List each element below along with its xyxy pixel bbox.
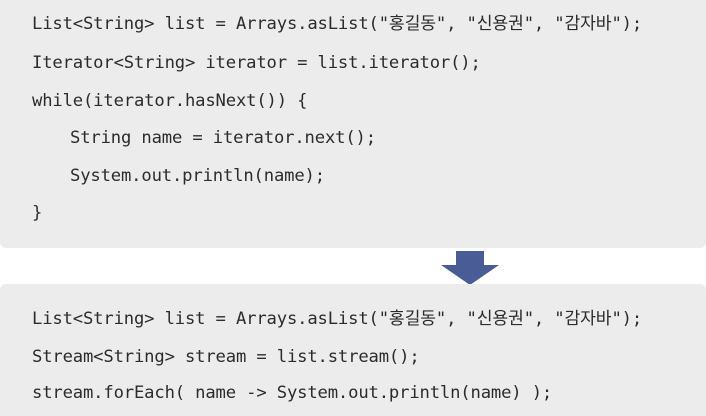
code-line-next-element: String name = iterator.next(); <box>70 128 376 148</box>
code-line-list-declaration-stream: List<String> list = Arrays.asList("홍길동",… <box>32 309 643 329</box>
down-arrow-icon <box>441 251 499 285</box>
code-line-list-declaration: List<String> list = Arrays.asList("홍길동",… <box>32 14 643 34</box>
code-line-while-loop: while(iterator.hasNext()) { <box>32 91 308 111</box>
code-line-iterator-declaration: Iterator<String> iterator = list.iterato… <box>32 53 481 73</box>
stream-code-panel: List<String> list = Arrays.asList("홍길동",… <box>0 284 706 416</box>
code-line-stream-declaration: Stream<String> stream = list.stream(); <box>32 347 420 367</box>
code-line-print-name: System.out.println(name); <box>70 166 325 186</box>
code-line-foreach: stream.forEach( name -> System.out.print… <box>32 383 553 403</box>
code-line-closing-brace: } <box>32 203 43 223</box>
iterator-code-panel: List<String> list = Arrays.asList("홍길동",… <box>0 0 706 248</box>
